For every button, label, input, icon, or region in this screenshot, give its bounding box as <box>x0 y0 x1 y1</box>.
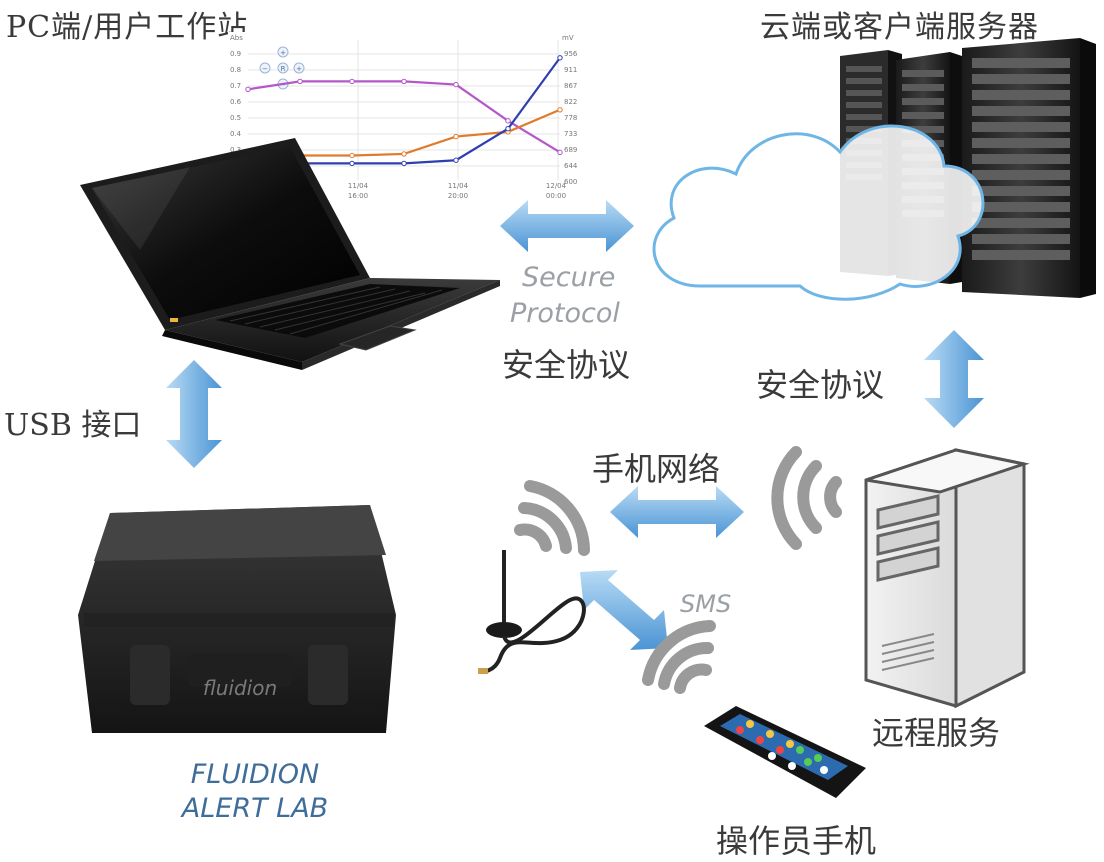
y-left-tick: 0.6 <box>230 98 242 106</box>
arrow-mobile-network <box>610 486 744 538</box>
y-right-tick: 778 <box>564 114 577 122</box>
operator-phone-label: 操作员手机 <box>716 822 877 860</box>
arrow-sms <box>580 570 668 650</box>
device-name-line-1: FLUIDION <box>190 759 320 790</box>
chart-point <box>505 118 511 124</box>
y-right-tick: 644 <box>564 162 578 170</box>
x-tick-time: 20:00 <box>448 192 468 200</box>
y-left-tick: 0.5 <box>230 114 241 122</box>
chart-point <box>557 149 563 156</box>
device-name-line-2: ALERT LAB <box>181 793 329 824</box>
chart-point <box>349 152 355 159</box>
arrow-laptop-cloud <box>500 200 634 252</box>
chart-point <box>401 151 407 157</box>
chart-point <box>505 126 511 132</box>
y-right-tick: 867 <box>564 82 577 90</box>
zoom-in-icon[interactable]: + <box>280 49 286 57</box>
chart-point <box>557 55 563 61</box>
x-tick-time: 00:00 <box>546 192 566 200</box>
device-name: FLUIDION ALERT LAB <box>160 758 350 826</box>
case-brand-logo: fluidion <box>203 676 277 700</box>
chart-point <box>349 160 355 167</box>
y-left-tick: 0.8 <box>230 66 241 74</box>
secure-label: Secure <box>522 262 616 293</box>
x-tick-date: 12/04 <box>546 182 567 190</box>
x-tick-date: 11/04 <box>348 182 369 190</box>
y-right-unit: mV <box>562 34 574 42</box>
chart-point <box>297 78 303 85</box>
alert-lab-case-image: fluidion <box>78 505 396 733</box>
x-tick-time: 16:00 <box>348 192 368 200</box>
reset-zoom-icon[interactable]: R <box>281 65 286 73</box>
y-left-tick: 0.7 <box>230 82 241 90</box>
y-left-unit: Abs <box>230 34 243 42</box>
phone-signal-icon <box>642 620 716 694</box>
antenna-image <box>478 550 586 674</box>
sms-label: SMS <box>680 590 732 618</box>
remote-service-label: 远程服务 <box>872 714 1001 752</box>
y-right-tick: 689 <box>564 146 577 154</box>
server-rack-3 <box>962 38 1096 298</box>
operator-phone-image <box>704 706 866 798</box>
y-right-tick: 956 <box>564 50 578 58</box>
arrow-cloud-server <box>924 330 984 428</box>
x-tick-date: 11/04 <box>448 182 469 190</box>
pan-left-icon[interactable]: − <box>262 65 268 73</box>
pc-workstation-label: PC端/用户工作站 <box>6 10 249 45</box>
usb-interface-label: USB 接口 <box>4 408 142 443</box>
pan-right-icon[interactable]: + <box>296 65 302 73</box>
chart-point <box>453 81 459 88</box>
chart-point <box>401 160 407 167</box>
y-left-tick: 0.3 <box>230 146 241 154</box>
chart-point <box>557 107 563 113</box>
y-left-tick: 0.9 <box>230 50 241 58</box>
y-right-tick: 733 <box>564 130 577 138</box>
cloud-icon <box>652 124 985 301</box>
secure-protocol-cn-left: 安全协议 <box>502 346 631 384</box>
mobile-network-label: 手机网络 <box>592 450 721 488</box>
chart-point <box>245 86 251 92</box>
laptop-image <box>80 138 500 370</box>
arrow-usb <box>166 360 222 468</box>
chart-point <box>349 78 355 85</box>
chart-point <box>401 78 407 85</box>
antenna-signal-icon <box>514 480 590 556</box>
cloud-servers-image <box>652 38 1096 301</box>
y-right-tick: 822 <box>564 98 577 106</box>
remote-server-image <box>864 448 1030 709</box>
y-right-tick: 911 <box>564 66 577 74</box>
chart-point <box>453 133 459 140</box>
server-signal-icon <box>771 446 842 550</box>
y-right-tick: 600 <box>564 178 577 186</box>
protocol-label: Protocol <box>510 298 620 329</box>
y-left-tick: 0.4 <box>230 130 242 138</box>
chart-point <box>453 157 459 163</box>
secure-protocol-cn-right: 安全协议 <box>756 366 885 404</box>
cloud-server-label: 云端或客户端服务器 <box>760 10 1039 45</box>
